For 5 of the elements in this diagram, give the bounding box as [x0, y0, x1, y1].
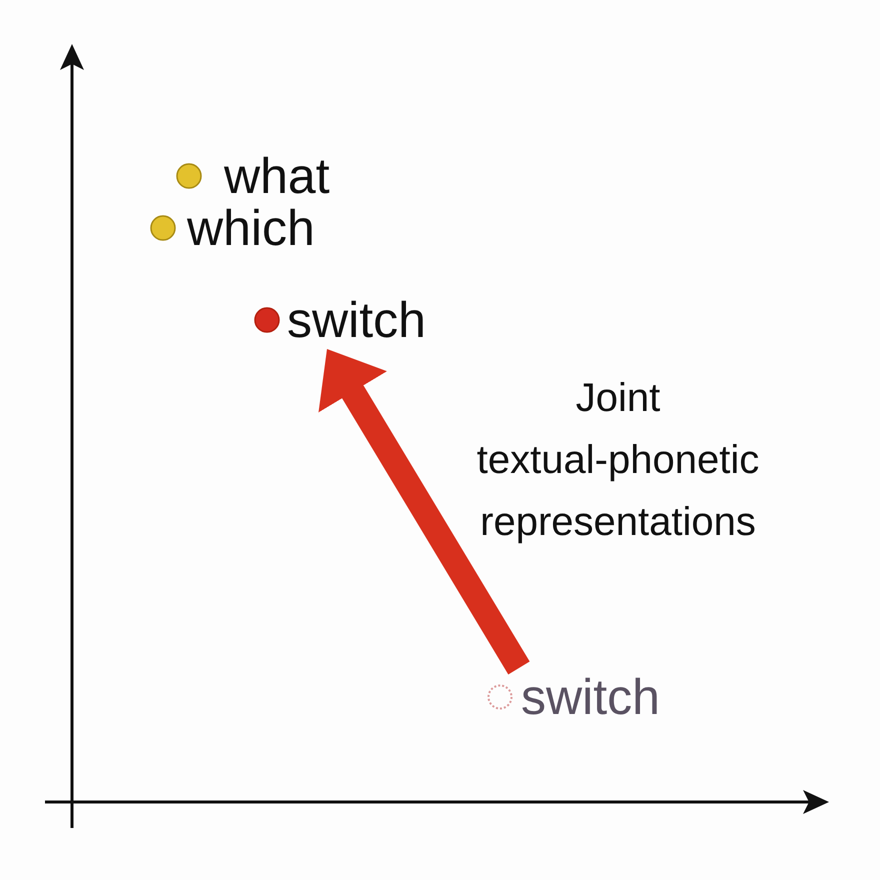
word-label: what	[224, 151, 330, 201]
word-label: switch	[287, 295, 426, 345]
word-label: which	[187, 203, 315, 253]
edge-label: Joint textual-phonetic representations	[476, 375, 760, 546]
word-label: switch	[521, 672, 660, 722]
